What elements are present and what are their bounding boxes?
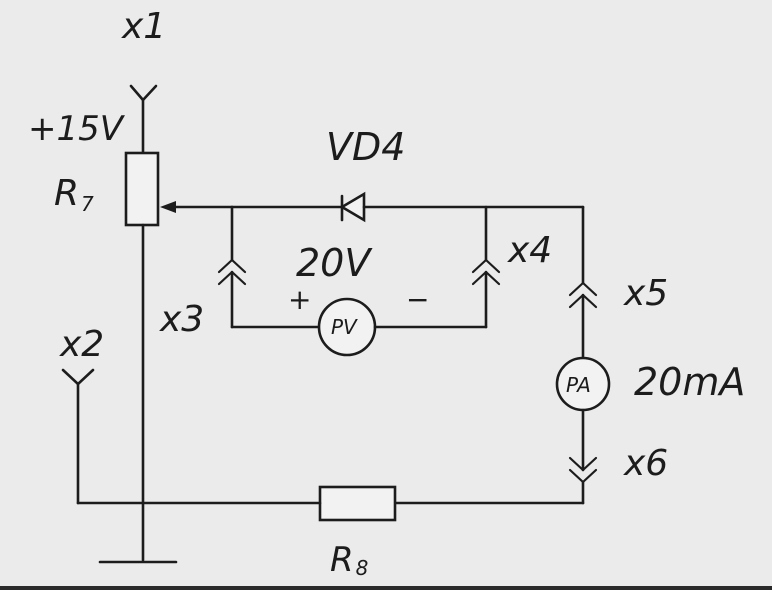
- label-plus: +: [288, 283, 311, 316]
- label-supply: +15V: [28, 109, 126, 149]
- label-x3: x3: [159, 299, 204, 340]
- label-pv: PV: [331, 315, 358, 339]
- label-minus: −: [406, 283, 429, 316]
- resistor-r8: [318, 485, 397, 522]
- bottom-edge-bar: [0, 586, 772, 590]
- diode-vd4: [339, 191, 366, 223]
- label-x1: x1: [121, 6, 166, 47]
- label-x6: x6: [623, 443, 668, 484]
- label-vd4: VD4: [326, 125, 405, 169]
- label-20v: 20V: [296, 241, 373, 285]
- connector-x2-symbol: [61, 368, 95, 386]
- label-x5: x5: [623, 273, 668, 314]
- resistor-r7: [124, 151, 160, 227]
- connector-x1-symbol: [129, 84, 158, 102]
- r7-wiper-arrow: [160, 201, 234, 213]
- label-x2: x2: [59, 324, 104, 365]
- label-x4: x4: [507, 230, 552, 271]
- label-pa: PA: [566, 373, 591, 397]
- label-20ma: 20mA: [634, 360, 745, 404]
